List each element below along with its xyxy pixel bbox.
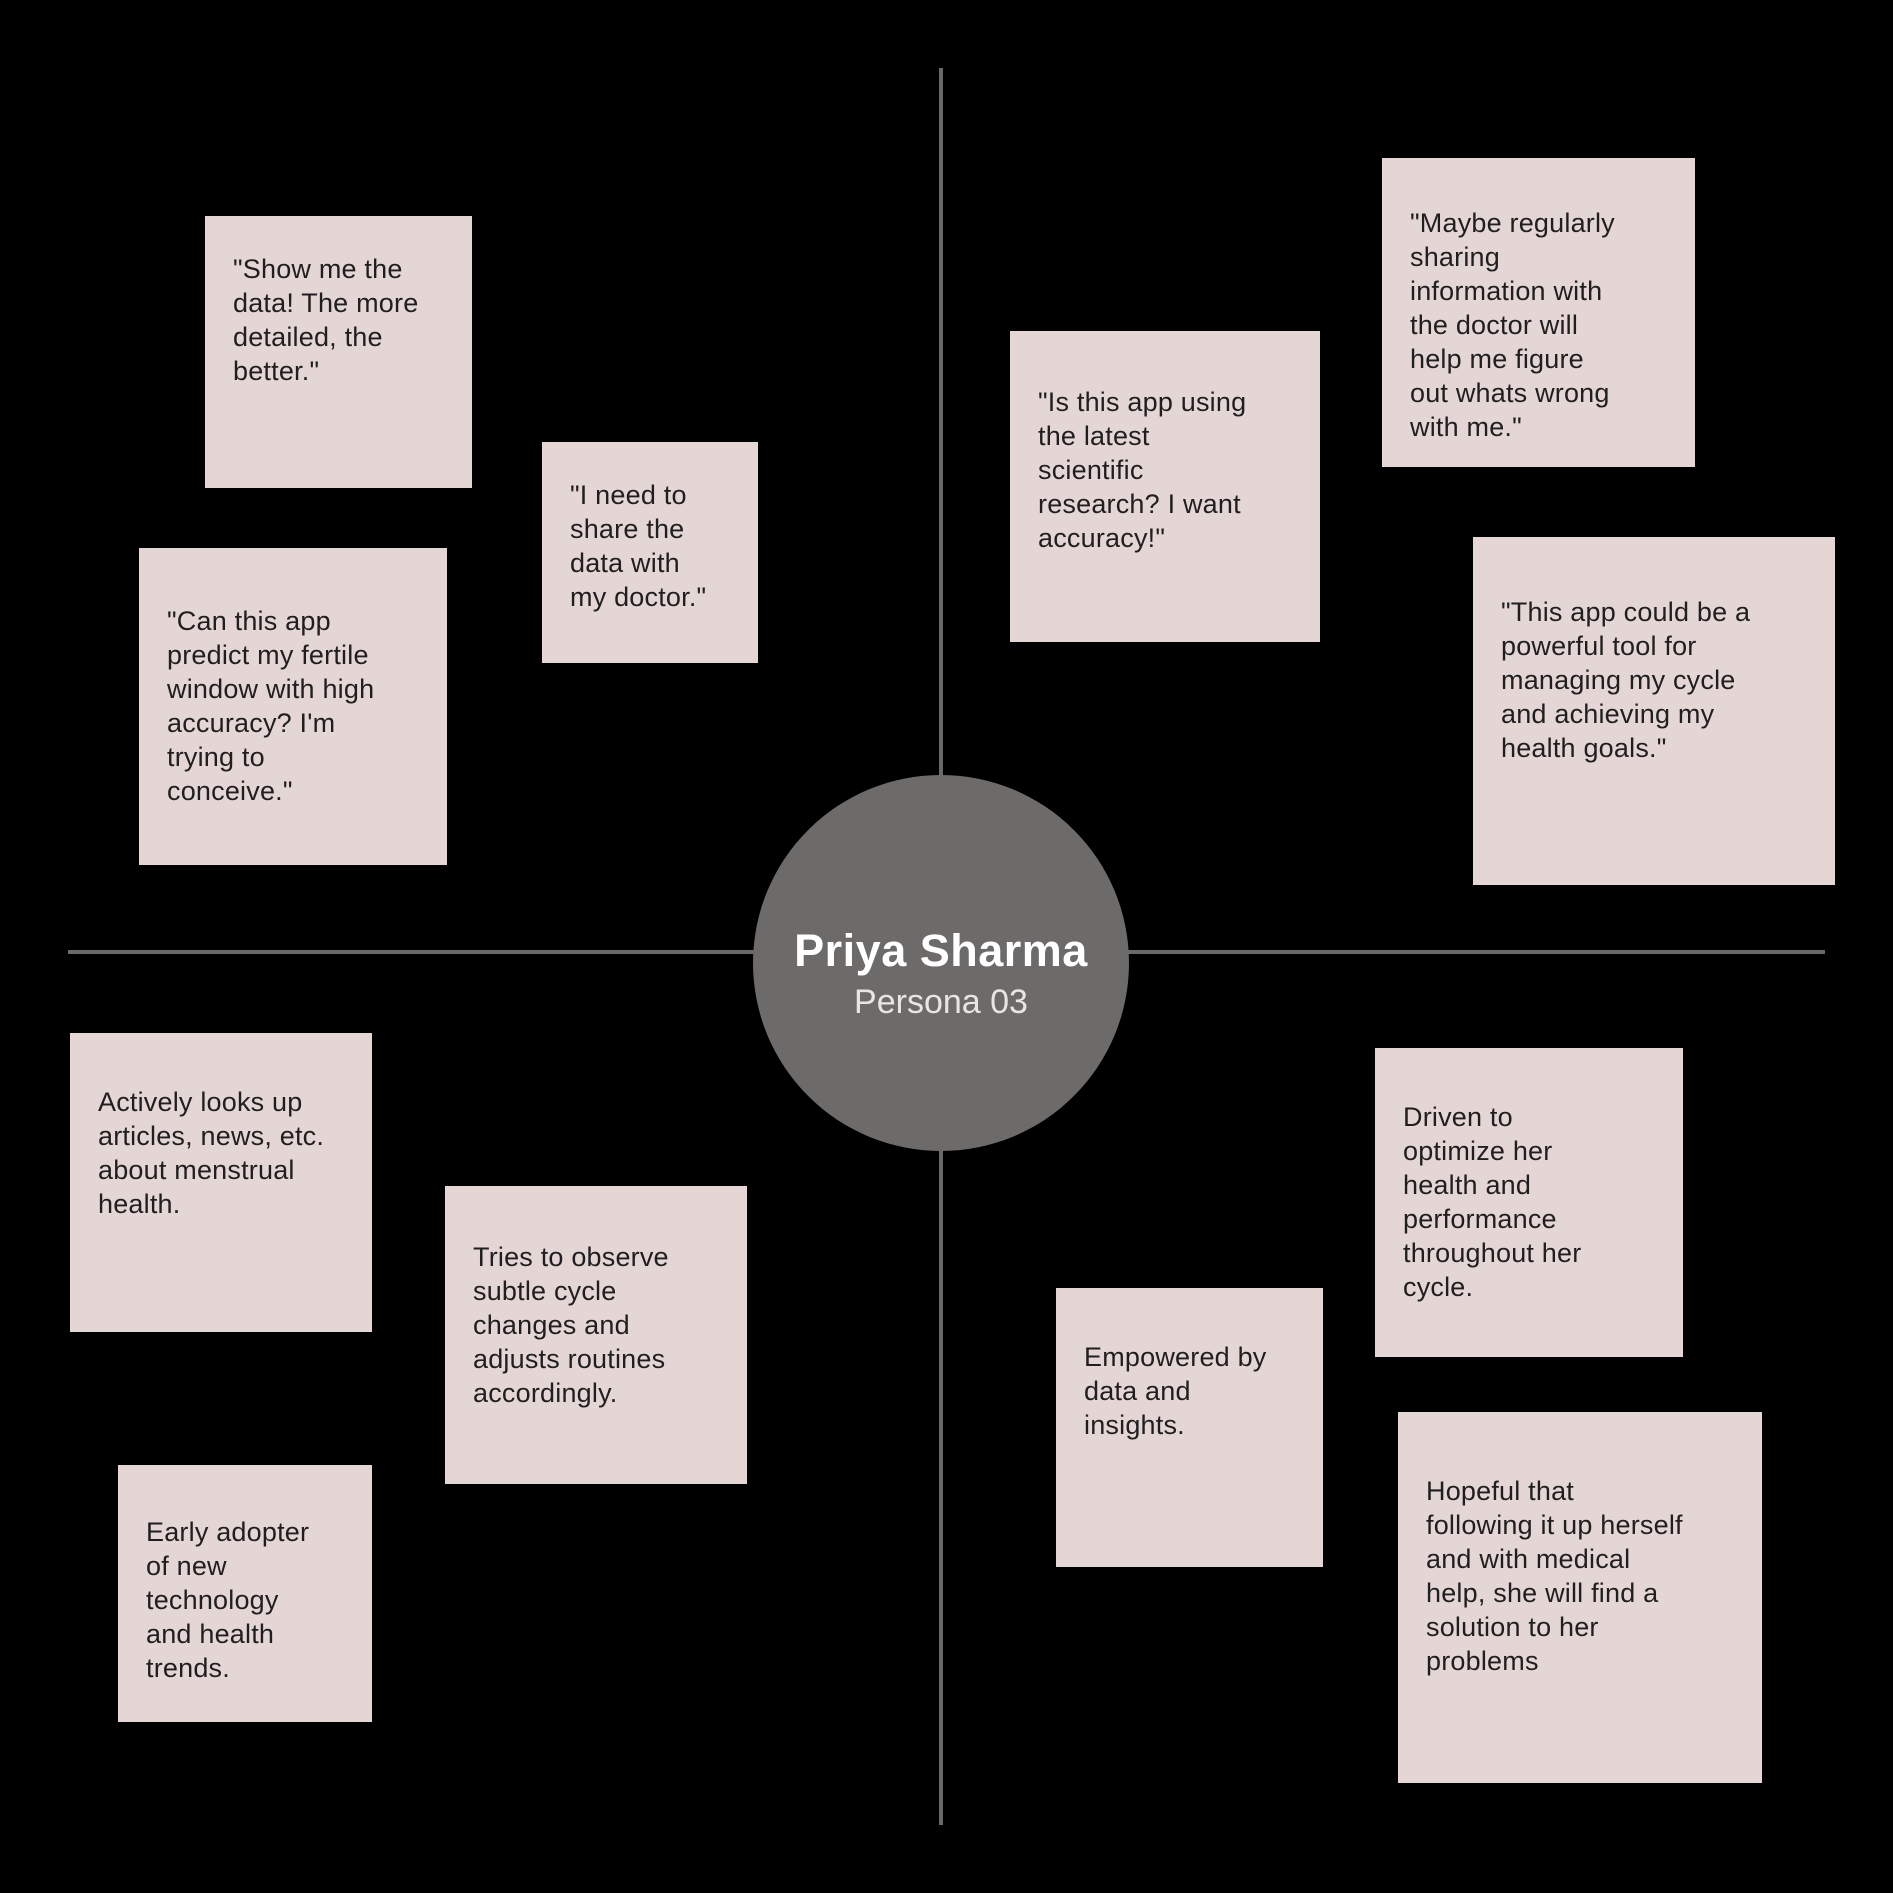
note-sharing-with-doctor-helps: "Maybe regularly sharing information wit… [1382,158,1695,467]
note-hopeful-for-solution: Hopeful that following it up herself and… [1398,1412,1762,1783]
persona-circle-text: Priya Sharma Persona 03 [794,925,1088,1022]
note-predict-fertile-window: "Can this app predict my fertile window … [139,548,447,865]
note-empowered-by-data: Empowered by data and insights. [1056,1288,1323,1567]
persona-circle: Priya Sharma Persona 03 [753,775,1129,1151]
note-latest-scientific-research: "Is this app using the latest scientific… [1010,331,1320,642]
note-early-adopter: Early adopter of new technology and heal… [118,1465,372,1722]
note-observes-cycle-changes: Tries to observe subtle cycle changes an… [445,1186,747,1484]
note-actively-looks-up: Actively looks up articles, news, etc. a… [70,1033,372,1332]
note-powerful-tool: "This app could be a powerful tool for m… [1473,537,1835,885]
note-show-me-the-data: "Show me the data! The more detailed, th… [205,216,472,488]
persona-label: Persona 03 [854,982,1028,1021]
note-driven-to-optimize: Driven to optimize her health and perfor… [1375,1048,1683,1357]
note-share-with-doctor: "I need to share the data with my doctor… [542,442,758,663]
persona-name: Priya Sharma [794,924,1088,976]
